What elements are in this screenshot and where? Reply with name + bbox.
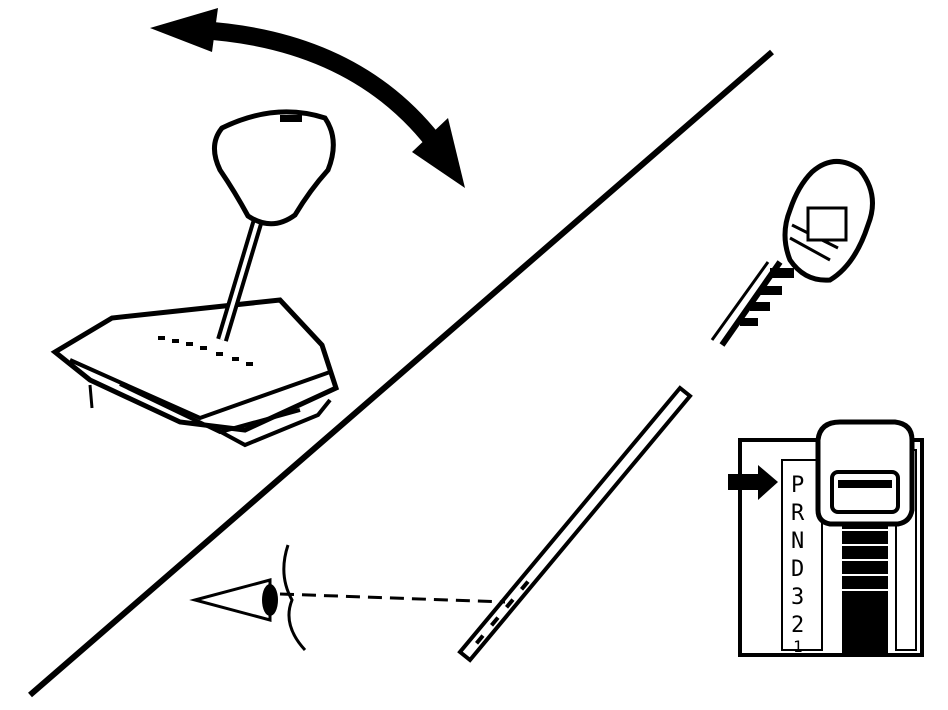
shift-knob: [214, 112, 333, 224]
gear-letter-d: D: [791, 557, 804, 582]
gear-letter-n: N: [791, 529, 804, 554]
floor-shift-lever: [55, 112, 336, 445]
gear-indicator-panel: P R N D 3 2 1: [728, 422, 922, 656]
gear-letter-2: 2: [791, 613, 804, 638]
sight-line: [280, 594, 505, 602]
eye-icon: [195, 545, 305, 650]
gear-letter-3: 3: [791, 585, 804, 610]
gear-letter-1: 1: [793, 637, 803, 656]
selector-track: [842, 520, 888, 655]
column-shift-lever: [712, 161, 873, 345]
gear-letter-p: P: [791, 473, 804, 498]
dipstick: [460, 388, 690, 660]
gear-letter-r: R: [791, 501, 805, 526]
